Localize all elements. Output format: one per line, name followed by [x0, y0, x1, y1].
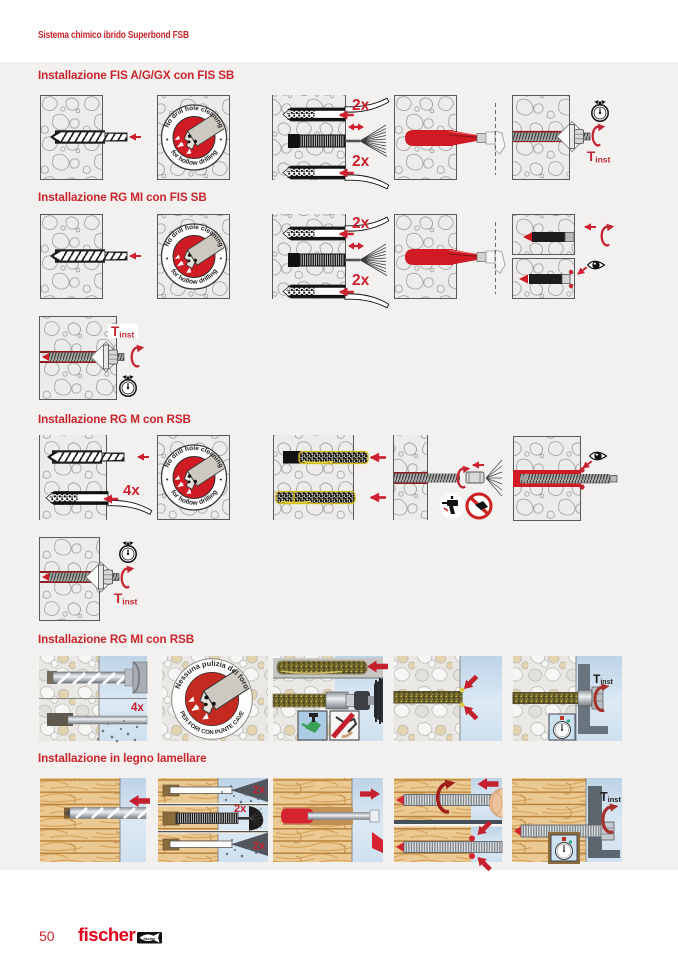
svg-text:2x: 2x: [234, 803, 247, 815]
svg-text:2x: 2x: [352, 215, 370, 232]
svg-text:2x: 2x: [352, 153, 370, 170]
svg-text:4x: 4x: [123, 482, 140, 499]
svg-text:fischer: fischer: [144, 937, 156, 941]
svg-text:2x: 2x: [352, 272, 370, 289]
svg-text:2x: 2x: [253, 784, 266, 796]
svg-text:4x: 4x: [131, 702, 144, 714]
svg-text:2x: 2x: [253, 840, 266, 852]
svg-text:2x: 2x: [352, 97, 370, 114]
